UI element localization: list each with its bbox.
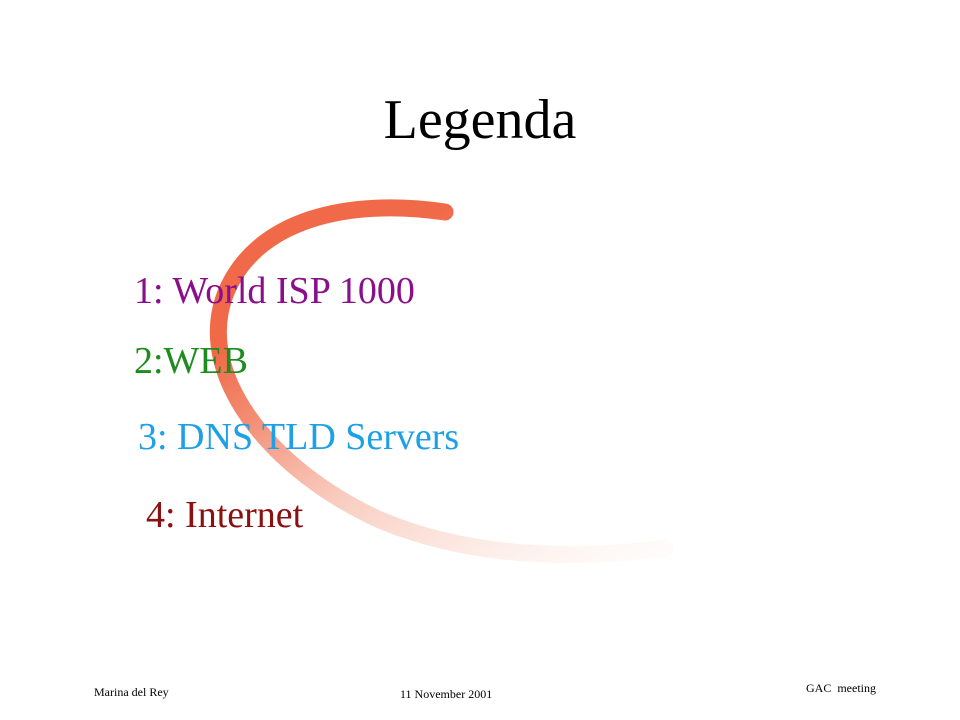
legend-item-world-isp: 1: World ISP 1000 <box>134 270 415 312</box>
legend-item-internet: 4: Internet <box>146 494 304 536</box>
legend-item-dns-tld-servers: 3: DNS TLD Servers <box>138 416 460 458</box>
swoosh-arc <box>209 199 674 564</box>
footer-event: GAC meeting <box>806 681 876 695</box>
legend-item-web: 2:WEB <box>134 340 248 382</box>
slide-title: Legenda <box>383 89 577 151</box>
footer-date: 11 November 2001 <box>400 687 493 701</box>
footer-location: Marina del Rey <box>94 685 169 699</box>
